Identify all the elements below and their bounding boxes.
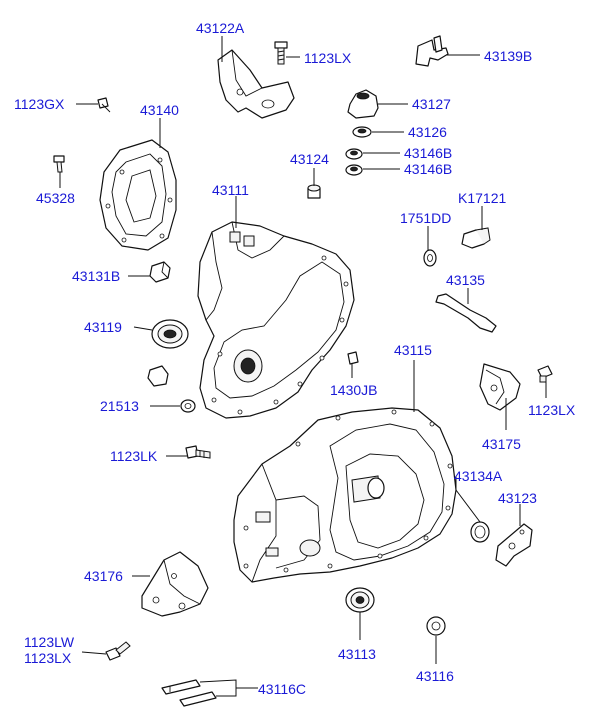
- label-43131B: 43131B: [72, 268, 121, 284]
- plug-K17121-part: [461, 227, 491, 249]
- oil-seal-43113-part: [345, 587, 375, 613]
- label-43111: 43111: [212, 182, 249, 198]
- label-1123LW: 1123LW: [24, 634, 75, 650]
- bolt-45328-part: [53, 155, 65, 173]
- bracket-43176-part: [141, 551, 209, 617]
- washer-1751DD-part: [423, 249, 437, 267]
- label-1123LK: 1123LK: [110, 448, 158, 464]
- label-43139B: 43139B: [484, 48, 533, 64]
- rod-43135-part: [435, 293, 497, 333]
- cover-43140-part: [99, 139, 177, 251]
- washer-21513-part: [180, 399, 196, 413]
- label-43113: 43113: [338, 646, 376, 662]
- label-43135: 43135: [446, 272, 485, 288]
- screw-1123GX-part: [97, 97, 111, 113]
- transaxle-case-43115-part: [233, 407, 457, 583]
- label-43140: 43140: [140, 102, 179, 118]
- oil-seal-43119-part: [151, 319, 189, 349]
- washer-43116-part: [426, 616, 446, 636]
- label-1123LX-top: 1123LX: [304, 50, 352, 66]
- bolt-1123LK-part: [185, 445, 211, 459]
- label-43116: 43116: [416, 668, 454, 684]
- label-43146B-lower: 43146B: [404, 161, 453, 177]
- label-43176: 43176: [84, 568, 123, 584]
- label-1123GX: 1123GX: [14, 96, 65, 112]
- label-43116C: 43116C: [258, 681, 307, 697]
- label-1751DD: 1751DD: [400, 210, 452, 226]
- label-45328: 45328: [36, 190, 75, 206]
- seal-43146B-upper-part: [345, 148, 363, 160]
- label-1123LX-bottom: 1123LX: [24, 650, 72, 666]
- label-K17121: K17121: [458, 190, 507, 206]
- seal-43126-part: [352, 126, 372, 138]
- block-43131B-part: [149, 261, 171, 283]
- label-43126: 43126: [408, 124, 447, 140]
- plug-43124-part: [307, 184, 321, 199]
- bolt-1123LW-part: [105, 641, 131, 661]
- dowel-43116C-upper-part: [161, 679, 201, 695]
- label-43127: 43127: [412, 96, 451, 112]
- label-1430JB: 1430JB: [330, 382, 378, 398]
- boot-43127-part: [347, 89, 379, 119]
- pin-1430JB-part: [347, 351, 359, 365]
- seal-43146B-lower-part: [345, 164, 363, 176]
- ring-43134A-part: [470, 521, 490, 543]
- bolt-1123LX-top-part: [274, 41, 288, 65]
- bracket-43123-part: [495, 523, 533, 567]
- label-43175: 43175: [482, 436, 521, 452]
- label-1123LX-right: 1123LX: [528, 402, 576, 418]
- label-43124: 43124: [290, 151, 329, 167]
- label-43134A: 43134A: [454, 468, 503, 484]
- label-43115: 43115: [394, 342, 432, 358]
- label-43123: 43123: [498, 490, 537, 506]
- leader-lines: [59, 36, 547, 697]
- dowel-43116C-lower-part: [179, 691, 217, 707]
- bracket-43139B-part: [415, 35, 449, 67]
- bolt-1123LX-right-part: [537, 365, 553, 383]
- bracket-43122A-part: [217, 49, 295, 119]
- label-43146B-upper: 43146B: [404, 145, 453, 161]
- label-21513: 21513: [100, 398, 139, 414]
- label-43119: 43119: [84, 319, 122, 335]
- clutch-housing-43111-part: [197, 221, 355, 419]
- bracket-43175-part: [479, 363, 521, 411]
- plug-near-21513-part: [147, 365, 169, 387]
- label-43122A: 43122A: [196, 20, 245, 36]
